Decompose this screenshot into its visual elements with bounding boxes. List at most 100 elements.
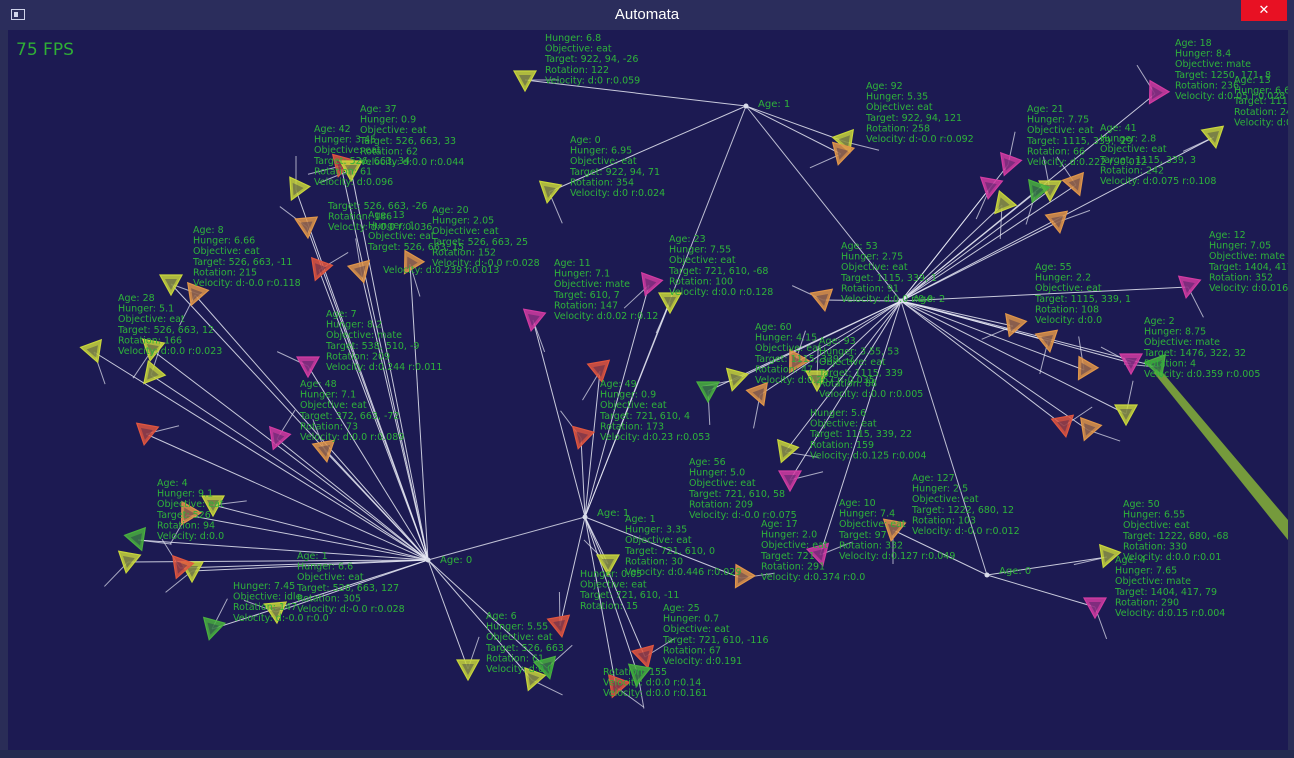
agent-info-line: Hunger: 7.45: [233, 581, 295, 592]
agent-info-line: Objective: eat: [545, 44, 612, 55]
agent-info-line: Objective: eat: [1100, 144, 1167, 155]
agent-info-line: Hunger: 3.45: [314, 135, 376, 146]
agent-triangle: [630, 644, 655, 669]
agent-triangle: [268, 425, 292, 451]
agent-triangle: [135, 422, 160, 447]
agent-info-line: Age: 25: [663, 603, 700, 614]
agent-info-line: Target: 526, 663, 127: [296, 583, 399, 594]
agent-info-line: Age: 21: [1027, 104, 1064, 115]
agent-info-line: Age: 13: [368, 210, 405, 221]
agent-info-line: Target: 610, 7: [553, 290, 620, 301]
agent-info-line: Objective: eat: [118, 314, 185, 325]
close-button[interactable]: ✕: [1241, 0, 1287, 21]
agent-triangle: [294, 216, 319, 240]
agent-triangle: [1200, 125, 1225, 150]
agent-info-line: Age: 17: [761, 519, 798, 530]
agent-info-line: Rotation: 249: [1234, 107, 1288, 118]
agent-triangle: [1118, 353, 1144, 376]
agent-info-line: Velocity: d:0.125 r:0.004: [810, 450, 926, 461]
agent-triangle: [1034, 329, 1059, 354]
agent-triangle: [805, 542, 830, 567]
agent-info-line: Target: 526, 663, 25: [431, 237, 528, 248]
agent-info-line: Target: 1222, 680, -68: [1122, 531, 1229, 542]
agent-info-line: Rotation: 66: [1027, 146, 1085, 157]
agent-info-line: Rotation: 291: [761, 561, 825, 572]
agent-info-line: Objective: eat: [1123, 520, 1190, 531]
agent-info-line: Rotation: 354: [570, 177, 634, 188]
agent-info-line: Target: 1115, 339, 1: [840, 273, 937, 284]
agent-info-line: Objective: eat: [432, 226, 499, 237]
agent-info-line: Target: 1404, 417, 7: [1208, 262, 1288, 273]
agent-info-line: Hunger: 2.8: [1100, 134, 1156, 145]
agent-triangle: [1113, 404, 1139, 427]
agent-info-line: Velocity: d:0.0: [486, 664, 553, 675]
agent-info-line: Age: 7: [326, 309, 357, 320]
window-title: Automata: [614, 6, 680, 23]
agent-info-line: Velocity: d:0.0 r:0.0: [841, 294, 933, 305]
agent-info-line: Velocity: d:-0.0 r:0.118: [193, 278, 301, 289]
agent-info-line: Hunger: 4.15: [755, 333, 817, 344]
agent-triangle: [338, 160, 364, 183]
agent-info-line: Target: 538, 510, -9: [325, 341, 419, 352]
agent-info-line: Rotation: 152: [432, 247, 496, 258]
hub-node: [743, 103, 749, 109]
agent-info-line: Hunger: 7.55: [669, 245, 731, 256]
agent-info-line: Rotation: 173: [600, 421, 664, 432]
agent-triangle: [788, 348, 811, 374]
agent-triangle: [831, 141, 856, 166]
agent-info-line: Target: 1115: [1233, 96, 1288, 107]
agent-triangle: [263, 601, 288, 625]
agent-info-line: Age: 42: [314, 124, 351, 135]
hub-node: [582, 514, 588, 520]
agent-info-line: Hunger: 2.2: [1035, 273, 1091, 284]
agent-triangle: [1079, 416, 1103, 442]
agent-info-line: Target: 721: [760, 551, 815, 562]
agent-info-line: Age: 41: [1100, 123, 1137, 134]
hub-label: Age: 0: [440, 555, 472, 566]
agent-info-line: Rotation: 352: [1209, 272, 1273, 283]
agent-info-line: Objective: mate: [1144, 337, 1220, 348]
agent-triangle: [994, 189, 1018, 215]
agent-info-line: Objective: eat: [669, 255, 736, 266]
agent-info-line: Rotation: 61: [486, 653, 544, 664]
fps-counter: 75 FPS: [16, 40, 74, 60]
agent-triangle: [512, 70, 538, 93]
agent-info-line: Velocity: d:0.127 r:0.049: [839, 551, 955, 562]
agent-triangle: [809, 288, 834, 313]
agent-triangle: [882, 518, 907, 543]
agent-info-line: Hunger: 5.1: [118, 304, 174, 315]
agent-triangle: [289, 176, 311, 202]
agent-triangle: [455, 659, 481, 682]
agent-info-line: Objective: eat: [570, 156, 637, 167]
agent-triangle: [1077, 355, 1100, 381]
agent-info-line: Rotation: 108: [1035, 304, 1099, 315]
agent-info-line: Target: 1115, 339, 22: [809, 429, 912, 440]
agent-info-line: Velocity: d:0.0 r:0.161: [603, 688, 707, 699]
agent-info-line: Objective: mate: [1175, 59, 1251, 70]
agent-info-line: Target: 721, 610, -11: [579, 590, 679, 601]
agent-info-line: Velocity: d:0.359 r:0.005: [1144, 369, 1260, 380]
window-titlebar: Automata ✕: [0, 0, 1294, 30]
agent-info-line: Hunger: 7.1: [300, 390, 356, 401]
agent-info-line: Objective: eat: [1035, 283, 1102, 294]
agent-info-line: Objective: eat: [580, 580, 647, 591]
agent-info-line: Rotation: 186: [328, 212, 392, 223]
agent-info-line: Objective: eat: [912, 494, 979, 505]
agent-info-line: Rotation: 330: [1123, 541, 1187, 552]
agent-info-line: Target: 526, 663, 15: [367, 242, 464, 253]
agent-info-line: Age: 23: [669, 234, 706, 245]
